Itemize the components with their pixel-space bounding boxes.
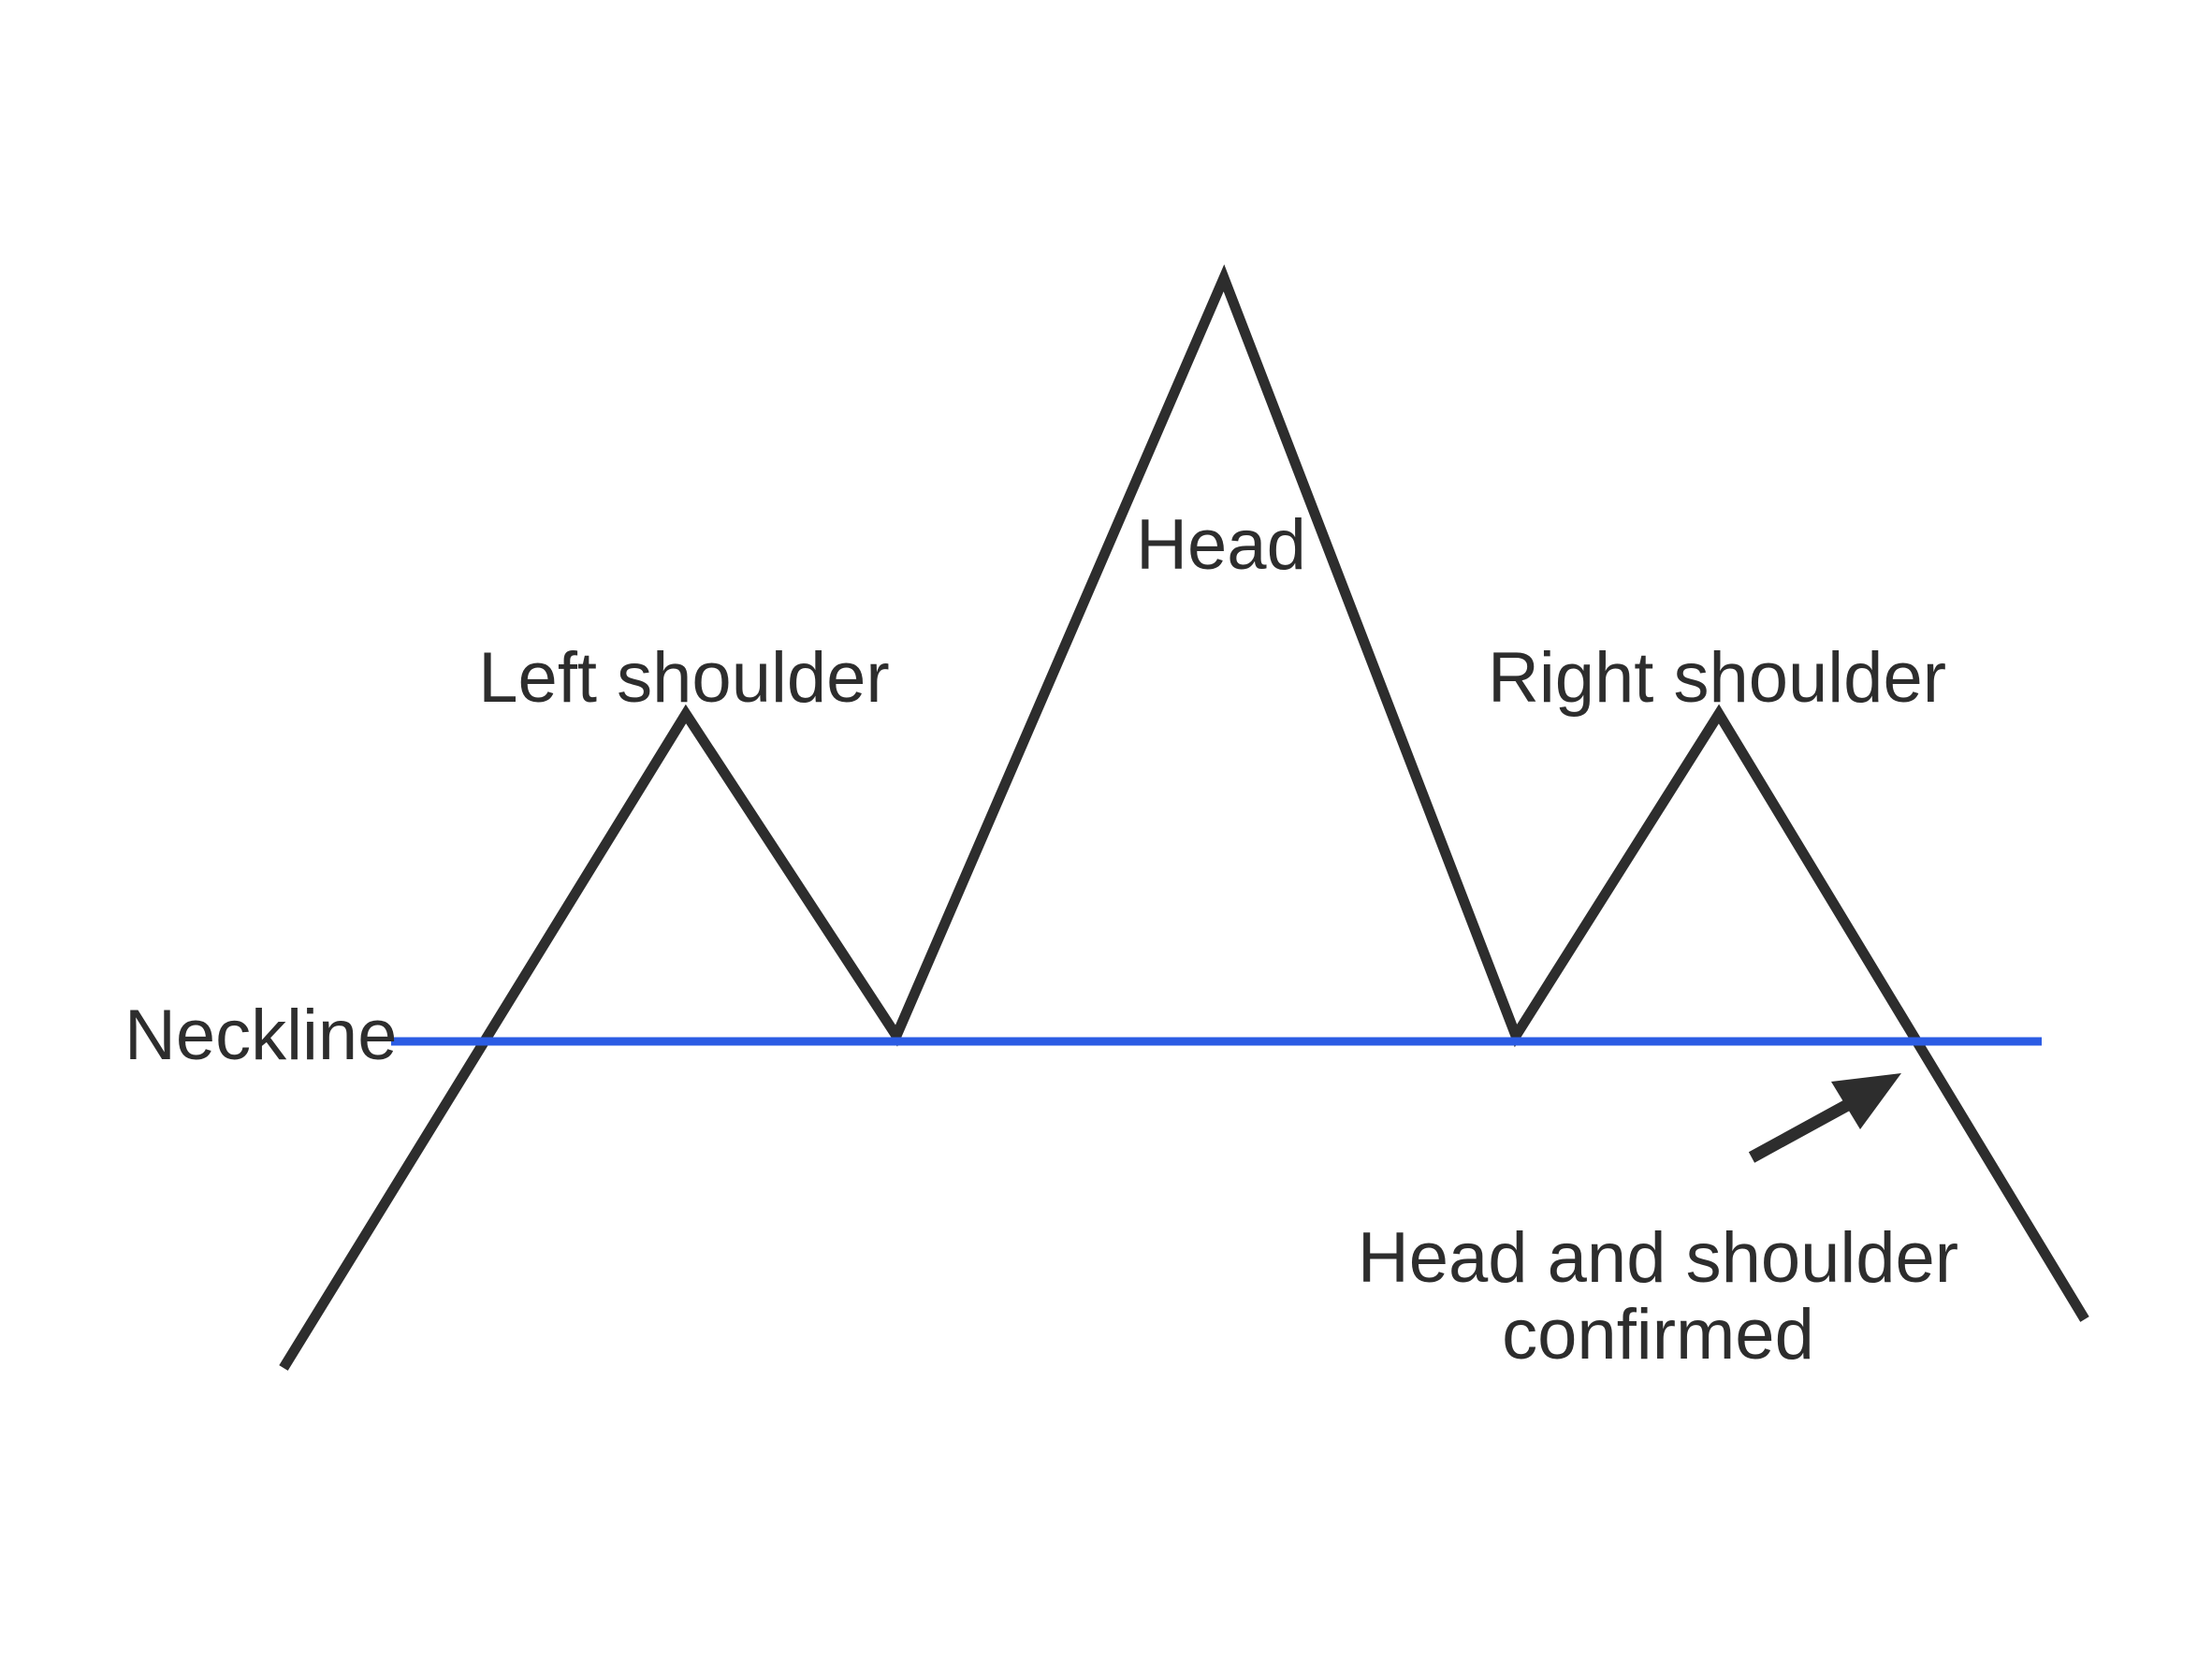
price-pattern-line xyxy=(279,264,2089,1371)
label-confirmation-line2: confirmed xyxy=(1502,1295,1814,1374)
label-confirmation-line1: Head and shoulder xyxy=(1358,1218,1958,1298)
label-left-shoulder: Left shoulder xyxy=(478,638,889,718)
label-neckline: Neckline xyxy=(124,996,397,1075)
label-right-shoulder: Right shoulder xyxy=(1488,638,1946,718)
confirmation-arrow-shaft xyxy=(1748,1098,1855,1163)
label-head: Head xyxy=(1136,505,1306,585)
confirmation-arrow-head-icon xyxy=(1831,1073,1901,1129)
